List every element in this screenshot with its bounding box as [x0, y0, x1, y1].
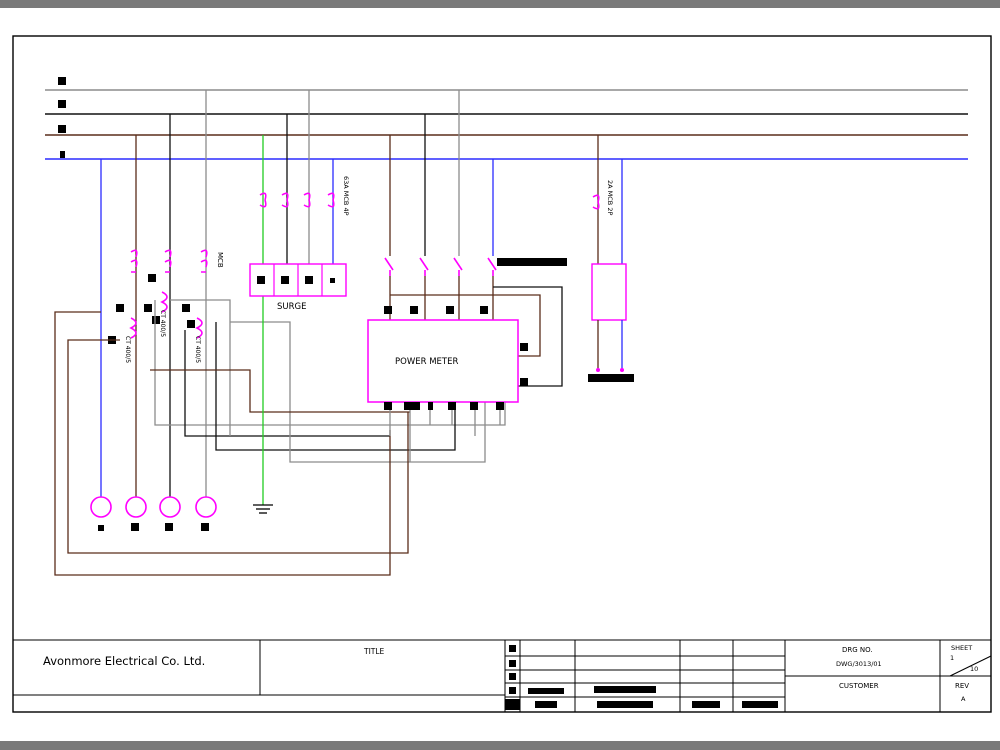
- viewer-bottom-bar: [0, 741, 1000, 750]
- busbars: [45, 77, 968, 160]
- busbar-tag-4: [60, 151, 65, 158]
- fuse-bar-b: [588, 374, 634, 382]
- power-meter-box: [367, 319, 519, 403]
- aux-device-box: [591, 263, 627, 321]
- power-meter-label: POWER METER: [395, 357, 458, 367]
- rev-label: REV: [955, 682, 969, 690]
- rev-value: A: [961, 695, 966, 703]
- lamp-l3: [195, 496, 217, 518]
- sheet-label: SHEET: [951, 644, 972, 652]
- ct-label-2: CT 400/5: [159, 310, 166, 337]
- lamp-l1: [125, 496, 147, 518]
- surge-label: SURGE: [277, 302, 306, 312]
- sheet-total: 10: [970, 665, 978, 673]
- drg-no-label: DRG NO.: [842, 646, 873, 654]
- title-label: TITLE: [363, 647, 385, 656]
- busbar-tag-1: [58, 77, 66, 85]
- ct-section: [54, 90, 506, 576]
- ct-label-3: CT 400/5: [194, 336, 201, 363]
- company-name: Avonmore Electrical Co. Ltd.: [43, 654, 205, 668]
- earth-symbol: [253, 504, 273, 514]
- busbar-tag-3: [58, 125, 66, 133]
- aux-section: [588, 135, 634, 382]
- drg-no-value: DWG/3013/01: [836, 660, 882, 668]
- mcb-4p-label: 63A MCB 4P: [342, 176, 350, 216]
- title-block-fills: [505, 645, 778, 710]
- customer-label: CUSTOMER: [839, 682, 879, 690]
- lamp-neutral: [90, 496, 112, 518]
- mcb-label: MCB: [216, 252, 224, 268]
- mcb-2p-label: 2A MCB 2P: [606, 180, 614, 215]
- surge-section: [249, 90, 347, 514]
- fuse-bar-a: [497, 258, 567, 266]
- title-block: [13, 639, 992, 712]
- sheet-number: 1: [950, 654, 954, 662]
- meter-section: [367, 90, 567, 462]
- viewer-top-bar: [0, 0, 1000, 8]
- lamp-l2: [159, 496, 181, 518]
- busbar-tag-2: [58, 100, 66, 108]
- ct-label-1: CT 400/5: [124, 336, 131, 363]
